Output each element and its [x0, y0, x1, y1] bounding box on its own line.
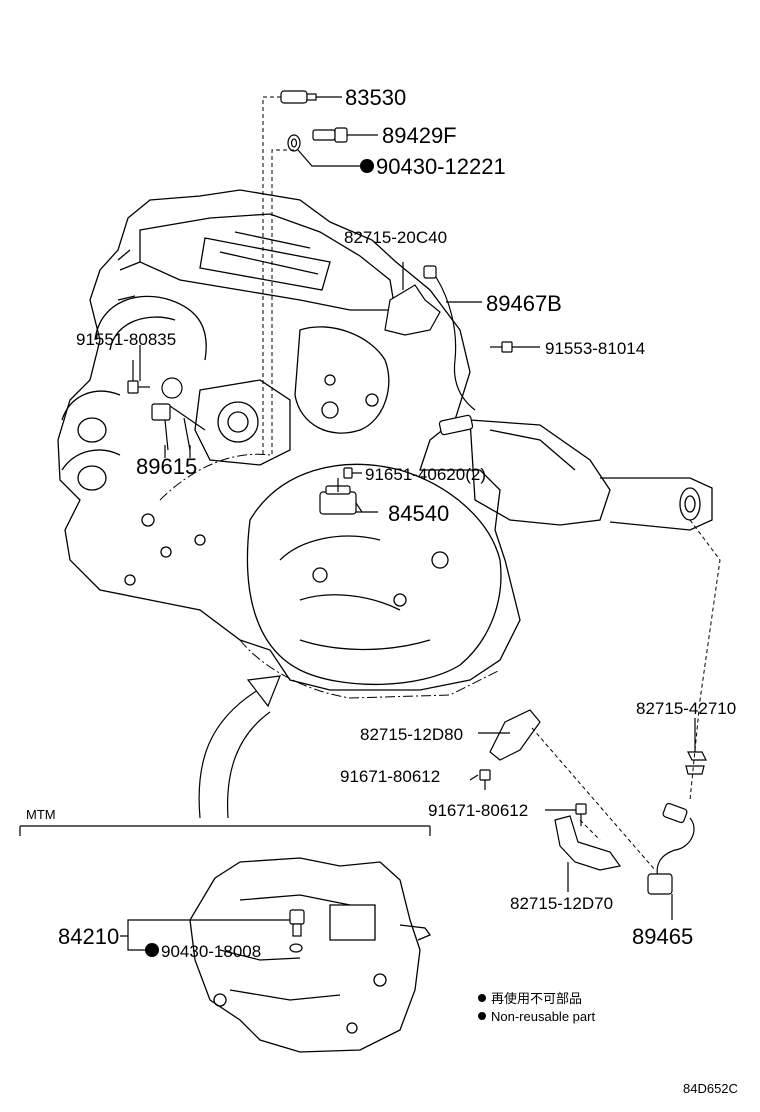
label-91553-81014: 91553-81014	[545, 339, 645, 358]
air-fuel-sensor-icon	[423, 265, 482, 436]
legend: 再使用不可部品 Non-reusable part	[478, 991, 595, 1024]
label-90430-18008: 90430-18008	[161, 942, 261, 961]
neutral-switch-icon	[319, 467, 363, 515]
reference-leader-lines	[262, 96, 721, 871]
bracket-20c40-icon	[384, 262, 441, 336]
label-82715-12d80: 82715-12D80	[360, 725, 463, 744]
legend-en: Non-reusable part	[491, 1009, 595, 1024]
label-91551-80835: 91551-80835	[76, 330, 176, 349]
non-reusable-dot-icon	[145, 943, 159, 957]
oil-pressure-switch-icon	[280, 90, 342, 104]
bolt-91551-icon	[127, 360, 150, 394]
legend-dot-icon	[478, 1012, 486, 1020]
label-82715-42710: 82715-42710	[636, 699, 736, 718]
label-84540: 84540	[388, 501, 449, 526]
bracket-12d70-icon	[554, 815, 622, 892]
label-83530: 83530	[345, 85, 406, 110]
mtm-leader-lines	[120, 919, 290, 951]
temperature-sensor-icon	[312, 127, 378, 143]
label-89615: 89615	[136, 454, 197, 479]
bolt-91671-a-icon	[479, 769, 491, 790]
mtm-section: MTM	[19, 807, 432, 1053]
label-82715-20c40: 82715-20C40	[344, 228, 447, 247]
label-84210: 84210	[58, 924, 119, 949]
label-89465: 89465	[632, 924, 693, 949]
leader-lines	[139, 345, 673, 920]
clip-42710-icon	[685, 718, 707, 775]
bracket-12d80-icon	[478, 709, 541, 761]
label-91671-80612-a: 91671-80612	[340, 767, 440, 786]
assembly-arrow	[198, 675, 281, 819]
figure-code: 84D652C	[683, 1081, 738, 1096]
oxygen-sensor-icon	[647, 802, 695, 895]
label-82715-12d70: 82715-12D70	[510, 894, 613, 913]
legend-jp: 再使用不可部品	[491, 991, 582, 1006]
label-90430-12221: 90430-12221	[376, 154, 506, 179]
label-91671-80612-b: 91671-80612	[428, 801, 528, 820]
label-89467b: 89467B	[486, 291, 562, 316]
bolt-91671-b-icon	[575, 803, 587, 826]
engine-assembly-drawing	[57, 189, 521, 699]
part-labels: 83530 89429F 90430-12221 82715-20C40 894…	[58, 85, 736, 961]
legend-dot-icon	[478, 994, 486, 1002]
exhaust-converter-drawing	[469, 419, 713, 531]
mtm-label: MTM	[26, 807, 56, 822]
gasket-ring-icon	[287, 134, 360, 167]
label-89429f: 89429F	[382, 123, 457, 148]
knock-sensor-icon	[151, 377, 191, 451]
bolt-91553-icon	[490, 341, 540, 353]
label-91651-40620: 91651-40620(2)	[365, 465, 486, 484]
non-reusable-dot-icon	[360, 159, 374, 173]
